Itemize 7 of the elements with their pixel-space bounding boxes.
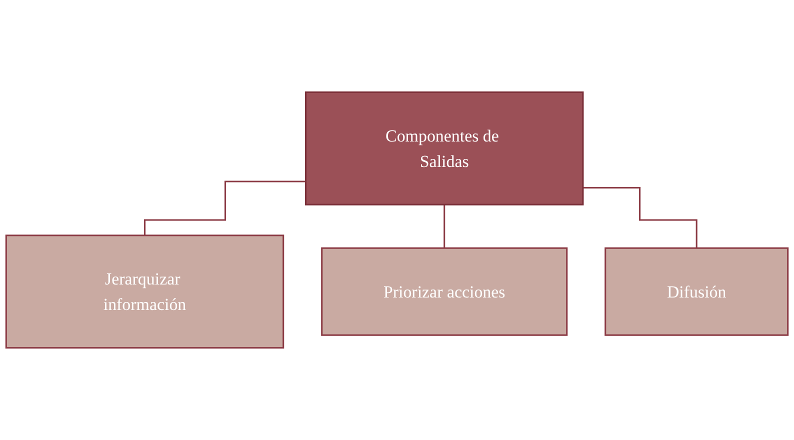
node-box: Difusión [604, 247, 789, 336]
node-box: Componentes de Salidas [305, 91, 584, 206]
node-box: Priorizar acciones [321, 247, 568, 336]
connector [582, 186, 698, 249]
connector [444, 204, 446, 249]
connector [144, 180, 306, 236]
node-box: Jerarquizar información [5, 234, 284, 349]
